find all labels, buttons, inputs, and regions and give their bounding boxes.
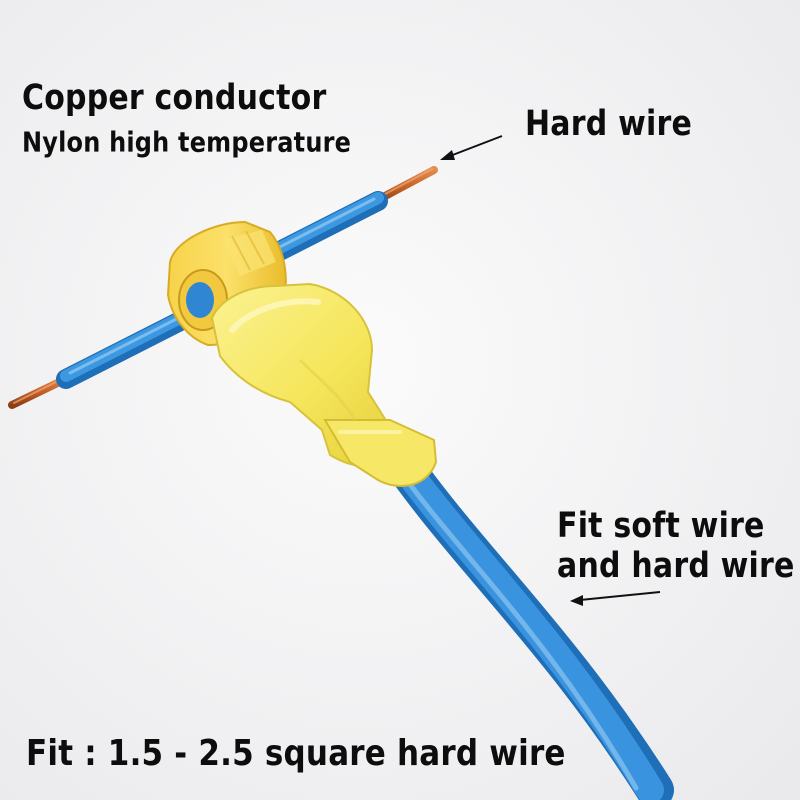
arrow-soft-wire <box>570 591 661 606</box>
t-tap-connector <box>166 220 438 487</box>
arrow-hard-wire <box>440 135 503 160</box>
soft-wire <box>381 441 674 800</box>
label-fit-range: Fit : 1.5 - 2.5 square hard wire <box>26 733 566 775</box>
label-soft-wire-line1: Fit soft wire <box>557 506 765 547</box>
label-nylon-high-temperature: Nylon high temperature <box>22 126 352 159</box>
label-copper-conductor: Copper conductor <box>22 78 327 119</box>
label-soft-wire-line2: and hard wire <box>557 546 795 587</box>
label-hard-wire: Hard wire <box>525 104 693 145</box>
connector-sleeve <box>323 419 438 487</box>
